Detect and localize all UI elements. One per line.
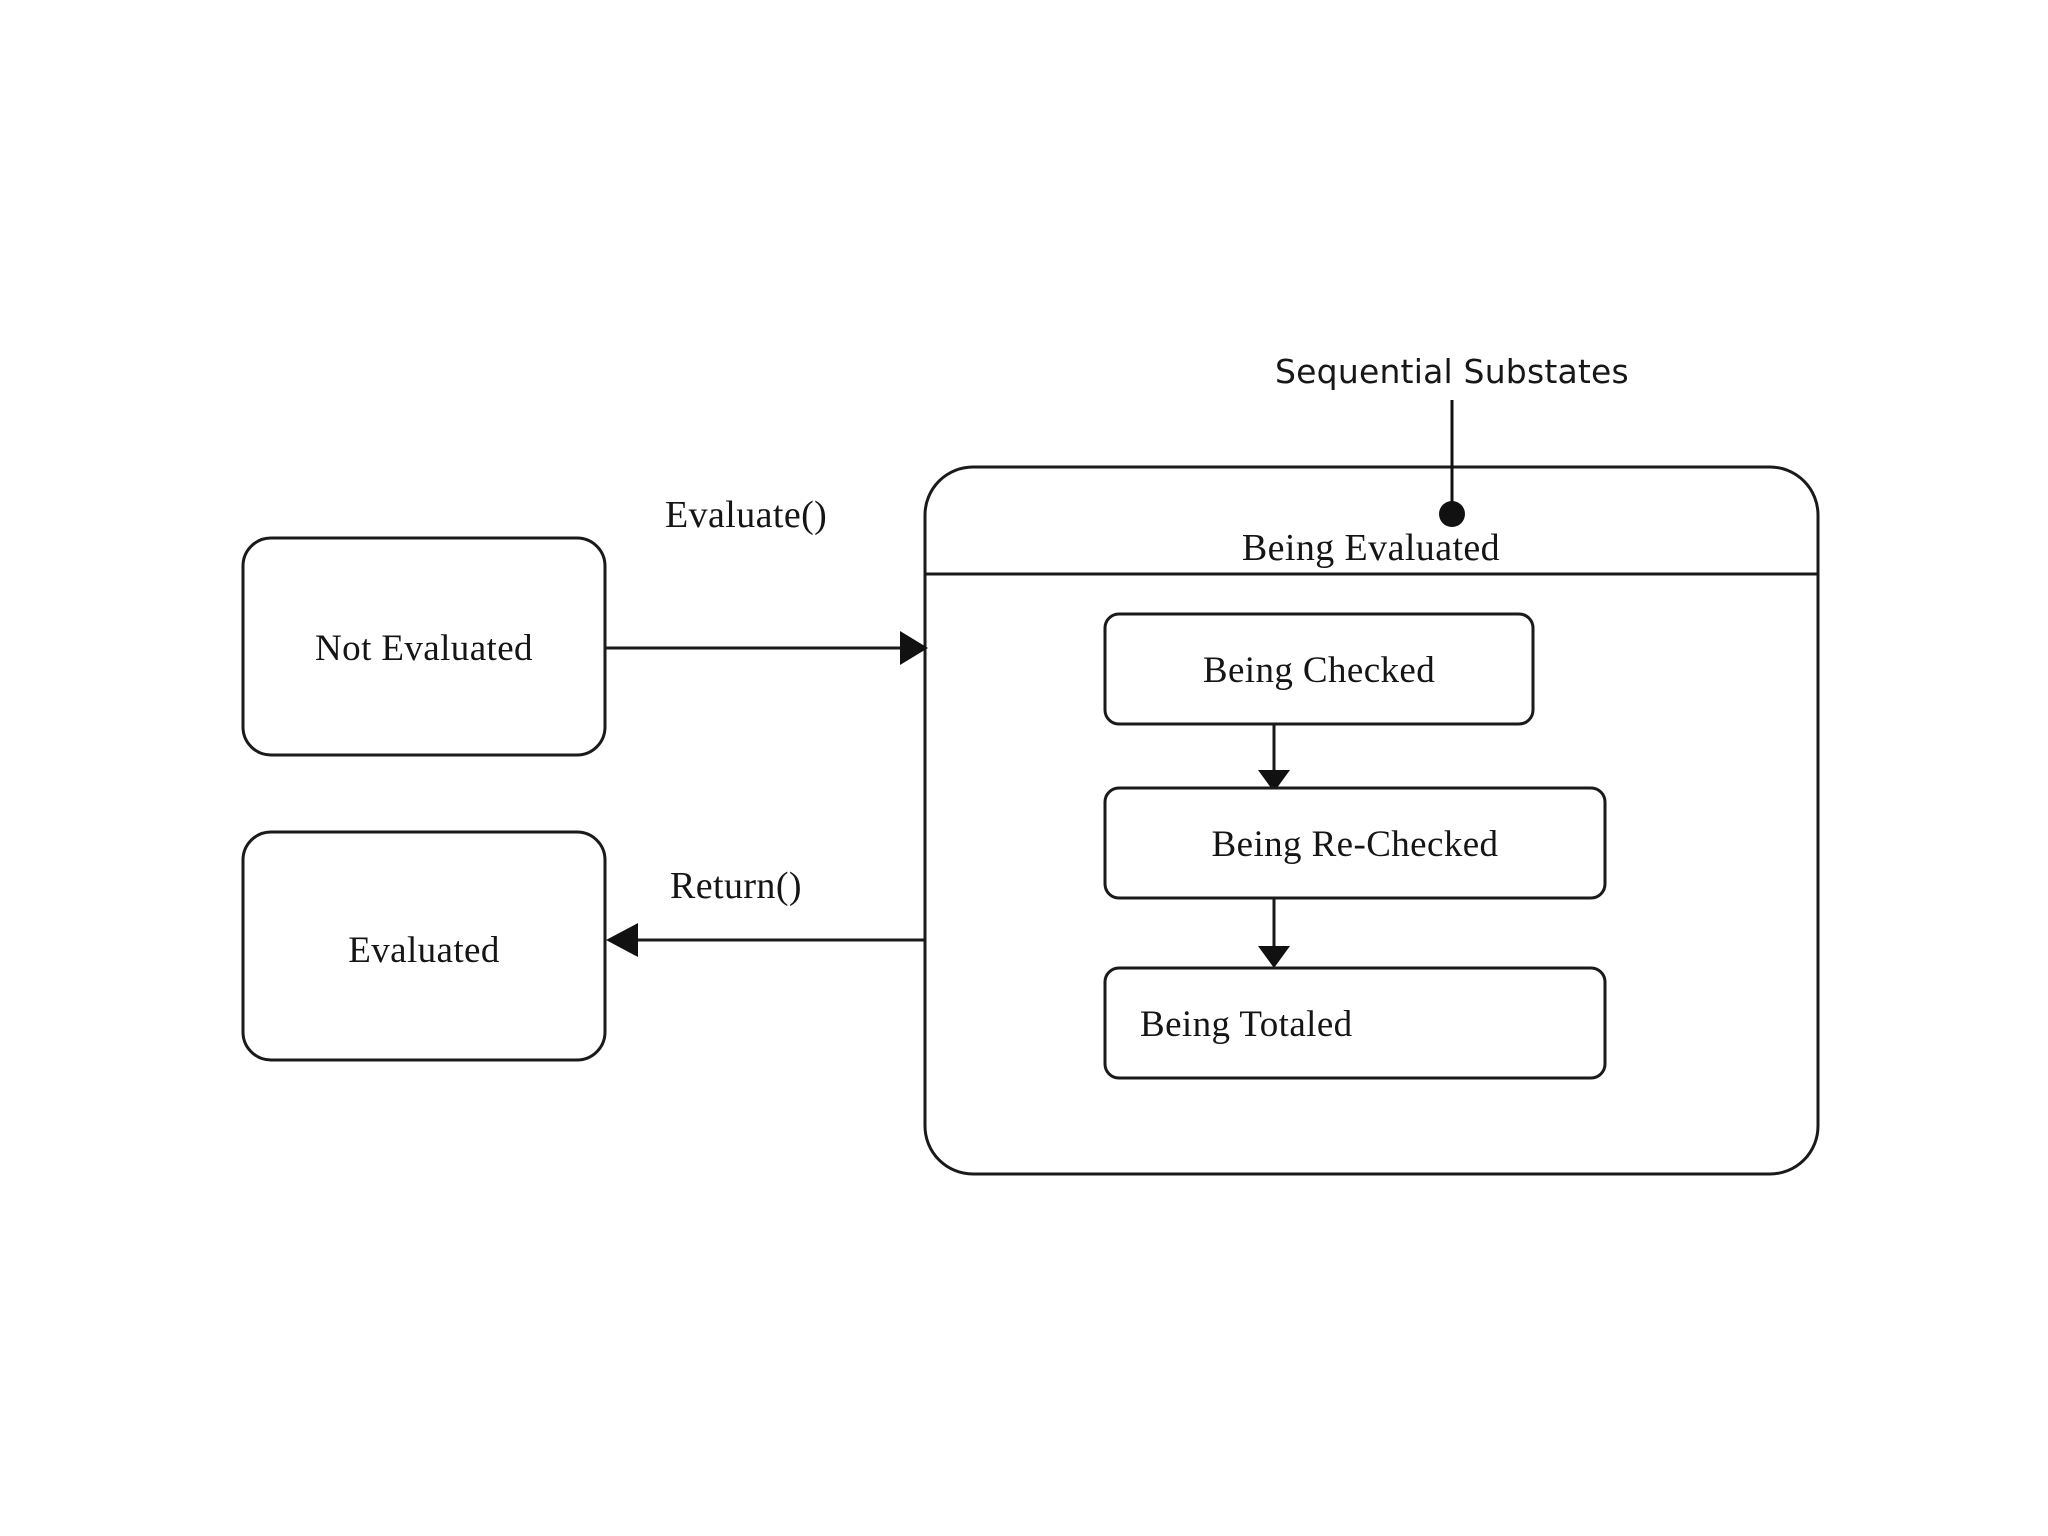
state-not-evaluated[interactable]: Not Evaluated	[241, 536, 607, 757]
substate-being-checked-label: Being Checked	[1203, 650, 1435, 691]
transition-rechecked-to-totaled	[1258, 898, 1290, 968]
transition-evaluate-label: Evaluate()	[665, 494, 827, 536]
annotation-leader-dot-icon	[1439, 501, 1465, 527]
transition-rechecked-to-totaled-arrowhead	[1258, 946, 1290, 968]
substate-being-checked[interactable]: Being Checked	[1103, 612, 1535, 726]
transition-evaluate-arrowhead	[900, 631, 928, 665]
annotation-sequential-substates: Sequential Substates	[1275, 352, 1629, 527]
substate-being-re-checked[interactable]: Being Re-Checked	[1103, 786, 1607, 900]
substate-being-totaled[interactable]: Being Totaled	[1103, 966, 1607, 1080]
transition-return-label: Return()	[670, 865, 802, 907]
composite-state-title: Being Evaluated	[1242, 527, 1500, 569]
state-evaluated[interactable]: Evaluated	[241, 830, 607, 1062]
substate-being-totaled-border	[1103, 966, 1607, 1080]
substate-being-re-checked-label: Being Re-Checked	[1212, 824, 1499, 865]
state-evaluated-label: Evaluated	[348, 930, 500, 971]
transition-return: Return()	[606, 865, 925, 957]
transition-return-arrowhead	[606, 923, 638, 957]
state-not-evaluated-label: Not Evaluated	[315, 628, 533, 669]
annotation-sequential-substates-label: Sequential Substates	[1275, 352, 1629, 391]
state-evaluated-border	[241, 830, 607, 1062]
substate-being-re-checked-border	[1103, 786, 1607, 900]
transition-checked-to-rechecked-arrowhead	[1258, 770, 1290, 792]
transition-checked-to-rechecked	[1258, 724, 1290, 792]
transition-evaluate: Evaluate()	[605, 494, 928, 665]
substate-being-checked-border	[1103, 612, 1535, 726]
substate-being-totaled-label: Being Totaled	[1140, 1004, 1353, 1045]
